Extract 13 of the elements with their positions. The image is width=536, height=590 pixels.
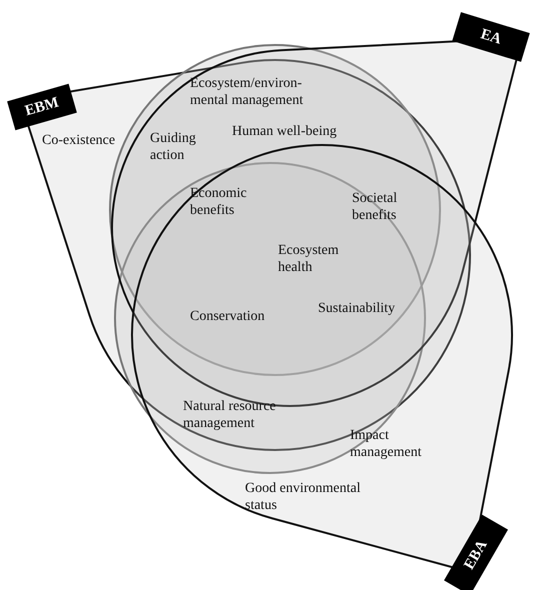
region-label: Sustainability bbox=[318, 300, 396, 317]
region-label: Ecosystem/environ-mental management bbox=[190, 75, 304, 109]
region-label: Human well-being bbox=[232, 123, 338, 140]
region-label: Ecosystem health bbox=[278, 242, 340, 276]
region-label: Guiding action bbox=[150, 130, 197, 164]
name-tag: EA bbox=[452, 12, 530, 62]
name-tag: EBM bbox=[7, 84, 77, 130]
region-label: Co-existence bbox=[42, 132, 116, 149]
region-label: Societal benefits bbox=[352, 190, 398, 224]
region-label: Good environmental status bbox=[245, 480, 362, 514]
region-label: Natural resource management bbox=[183, 398, 277, 432]
region-label: Impact management bbox=[350, 427, 423, 461]
region-label: Conservation bbox=[190, 308, 266, 325]
